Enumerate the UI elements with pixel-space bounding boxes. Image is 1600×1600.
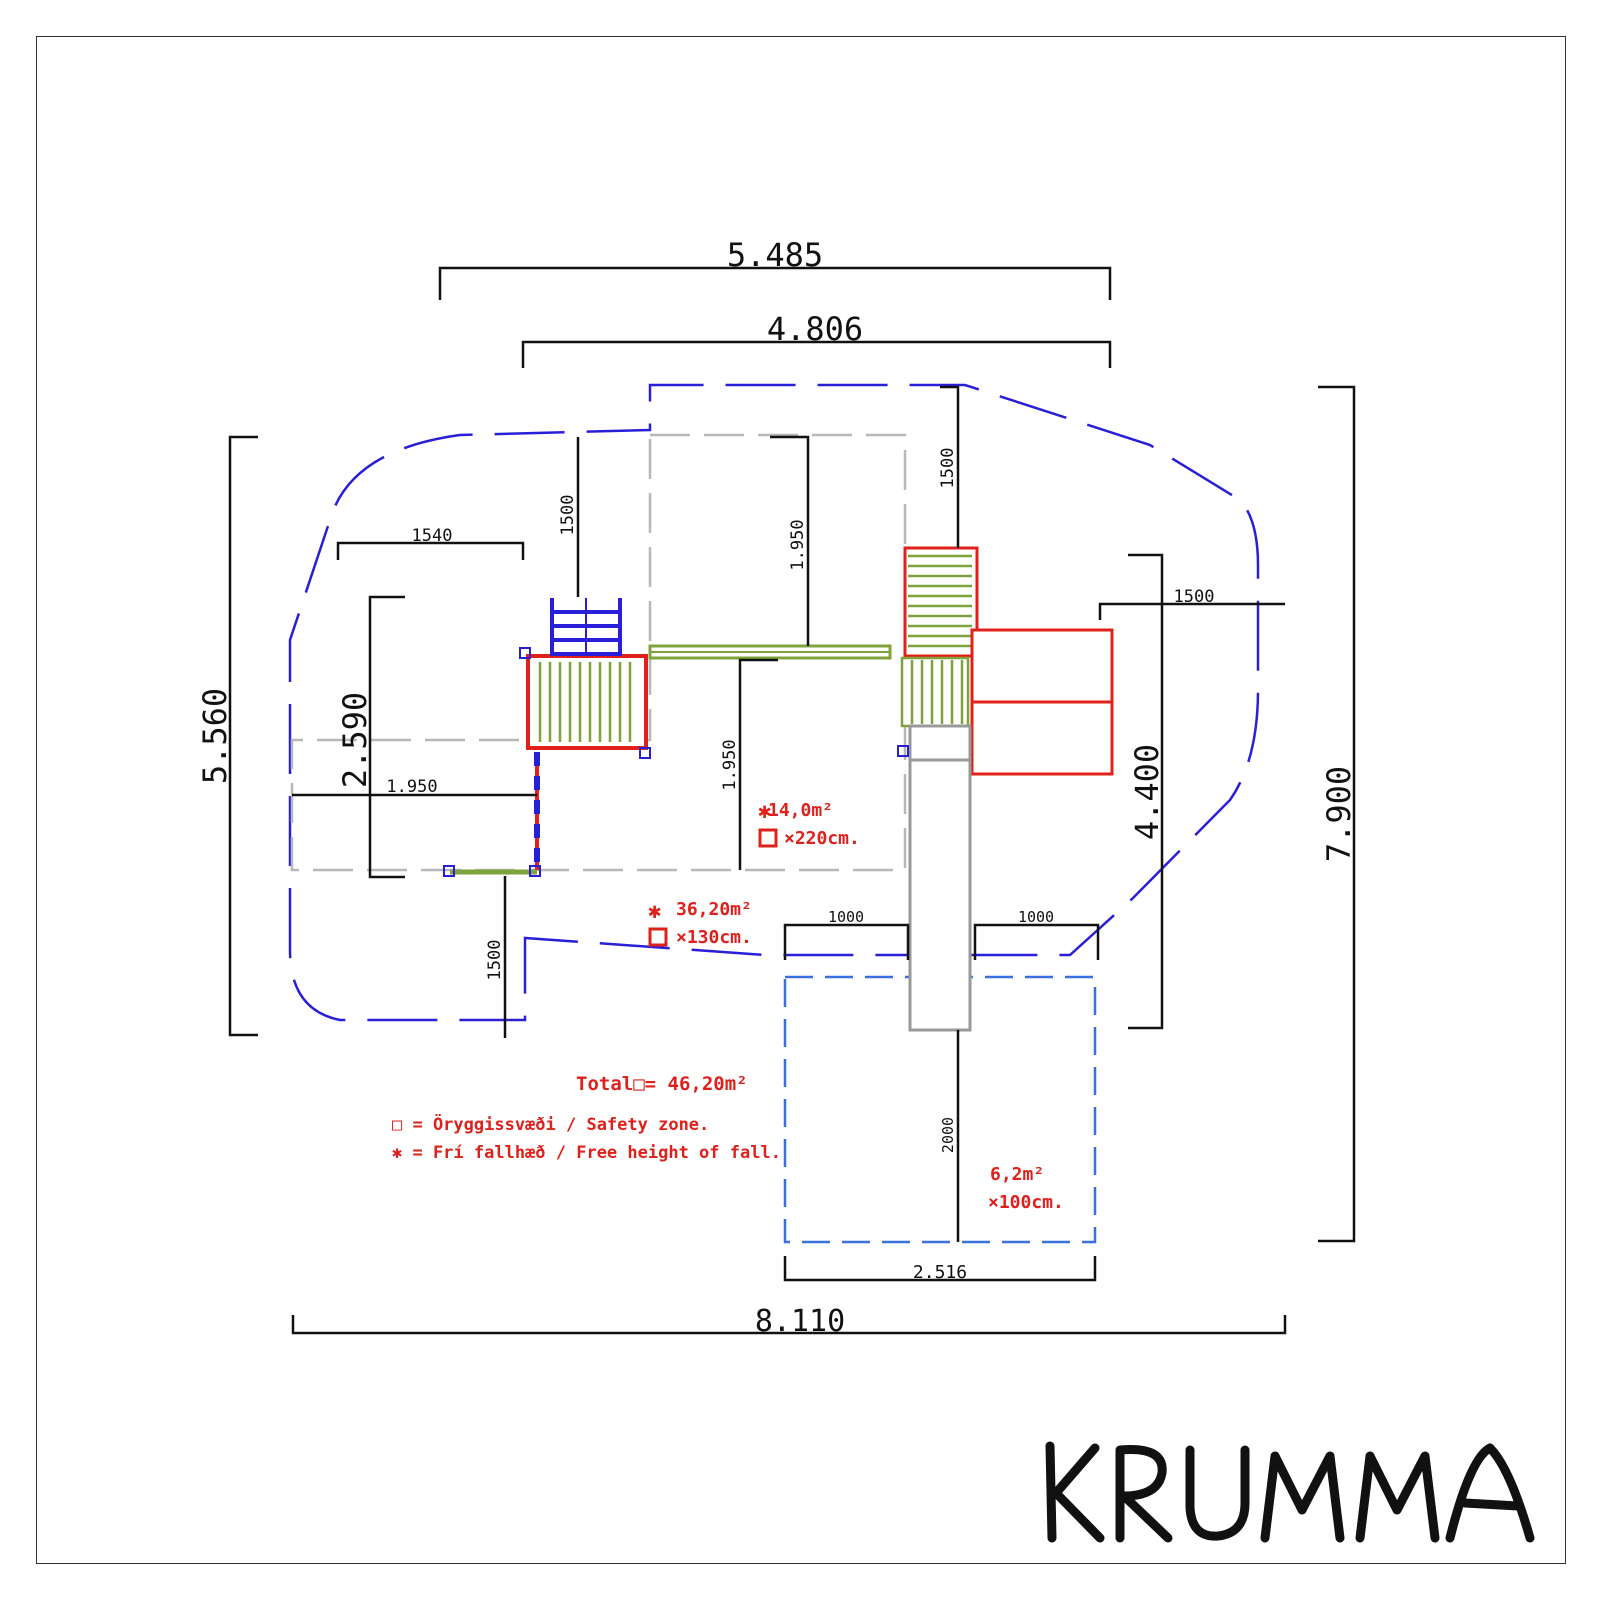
asterisk-icon: ✱ bbox=[648, 899, 661, 924]
dim-1500-ladder: 1500 bbox=[558, 495, 578, 536]
dim-1950-center: 1.950 bbox=[788, 519, 808, 570]
tower-left bbox=[519, 647, 651, 759]
legend-safety-zone: □ = Öryggissvæði / Safety zone. bbox=[392, 1113, 709, 1135]
main-zone-height: ×130cm. bbox=[676, 927, 752, 948]
krumma-logo bbox=[1045, 1441, 1535, 1543]
asterisk-icon: ✱ bbox=[758, 799, 771, 824]
inner-zone-height: ×220cm. bbox=[784, 828, 860, 849]
dim-2000: 2000 bbox=[939, 1117, 957, 1153]
zone-notes: 14,0m² ×220cm. ✱ 36,20m² ×130cm. ✱ 6,2m²… bbox=[648, 799, 1064, 1213]
ladder-blue bbox=[550, 598, 622, 656]
slide-zone-outline bbox=[783, 975, 1097, 1244]
main-zone-area: 36,20m² bbox=[676, 899, 752, 920]
inner-zone-area: 14,0m² bbox=[768, 800, 833, 821]
dim-1500-top-right: 1500 bbox=[938, 448, 958, 489]
dim-right-mid: 4.400 bbox=[1128, 744, 1166, 840]
dim-1000-left: 1000 bbox=[828, 908, 864, 926]
dim-1500-bottom-left: 1500 bbox=[485, 940, 505, 981]
dimension-lines bbox=[228, 266, 1356, 1335]
bridge bbox=[648, 644, 892, 660]
dim-left-inner: 2.590 bbox=[336, 692, 374, 788]
dim-left-outer: 5.560 bbox=[196, 688, 234, 784]
red-roof-panels bbox=[970, 628, 1114, 776]
safety-zone-outline bbox=[288, 383, 1260, 1022]
slide-zone-height: ×100cm. bbox=[988, 1192, 1064, 1213]
dim-slide-zone-width: 2.516 bbox=[913, 1262, 967, 1283]
dim-1000-right: 1000 bbox=[1018, 908, 1054, 926]
dimension-labels: 5.485 4.806 5.560 2.590 4.400 7.900 8.11… bbox=[196, 236, 1358, 1339]
legend-total: Total□= 46,20m² bbox=[576, 1073, 748, 1095]
drawing-frame bbox=[36, 36, 1566, 1564]
dim-1950-right-center: 1.950 bbox=[720, 739, 740, 790]
dim-right-outer: 7.900 bbox=[1320, 766, 1358, 862]
dim-1950-left: 1.950 bbox=[386, 777, 437, 797]
crawl-tunnel bbox=[443, 752, 541, 877]
dim-1540: 1540 bbox=[412, 526, 453, 546]
tower-right bbox=[900, 546, 979, 728]
slide bbox=[897, 724, 972, 1032]
slide-zone-area: 6,2m² bbox=[990, 1164, 1044, 1185]
square-icon bbox=[648, 927, 668, 947]
dim-top-outer: 5.485 bbox=[727, 236, 823, 274]
inner-zone-outline bbox=[290, 433, 907, 872]
square-icon bbox=[758, 828, 778, 848]
dim-bottom-total: 8.110 bbox=[755, 1304, 845, 1339]
legend: Total□= 46,20m² □ = Öryggissvæði / Safet… bbox=[392, 1073, 781, 1163]
dim-top-inner: 4.806 bbox=[767, 310, 863, 348]
dim-1500-right: 1500 bbox=[1174, 587, 1215, 607]
legend-fall-height: ✱ = Frí fallhæð / Free height of fall. bbox=[392, 1143, 781, 1163]
